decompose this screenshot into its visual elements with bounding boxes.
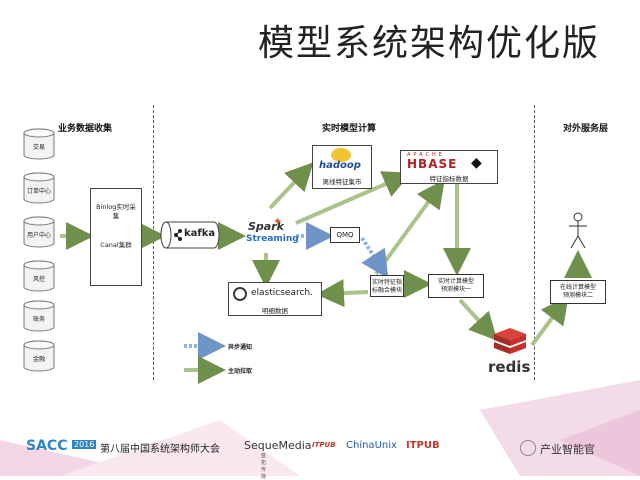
legend-async-label: 异步通知	[228, 344, 253, 351]
canal-cluster-label: Canal集群	[100, 241, 132, 249]
db-user-center: 用户中心	[22, 216, 56, 248]
hbase-label: 特征指标数据	[429, 175, 469, 183]
conference-name: 第八届中国系统架构师大会	[100, 444, 220, 455]
legend-pull-label: 主动拉取	[228, 368, 253, 375]
predict1-line1: 实时计算模型	[437, 278, 474, 285]
streaming-label: Streaming	[246, 234, 299, 244]
feature-module-line1: 实时特征指	[371, 279, 402, 286]
predict1-line2: 预测模块一	[440, 286, 471, 293]
kafka-label: kafka	[184, 228, 216, 239]
sequemedia-logo: SequeMedia	[244, 439, 312, 452]
db-accounting: 账务	[22, 300, 56, 332]
db-order-center: 订单中心	[22, 172, 56, 204]
binlog-collection-box: Binlog实时采 集 Canal集群	[90, 188, 142, 286]
arrow-qmq-to-feature	[360, 236, 389, 279]
footer-decoration	[0, 380, 640, 476]
itpub-brand-logo: ITPUB	[312, 441, 336, 449]
hbase-logo: HBASE	[407, 157, 458, 171]
slide-title: 模型系统架构优化版	[258, 23, 601, 64]
section-collection: 业务数据收集	[58, 124, 113, 134]
hadoop-elephant-icon	[331, 148, 351, 162]
qmq-node: QMQ	[330, 227, 360, 243]
wechat-account: 产业智能官	[540, 443, 595, 456]
hbase-node: APACHE HBASE ◆ 特征指标数据	[400, 150, 498, 184]
spark-streaming-node: Spark ✦ Streaming	[242, 214, 299, 254]
hbase-apache: APACHE	[407, 152, 445, 158]
database-icon	[23, 128, 55, 160]
database-icon	[23, 260, 55, 292]
chinaunix-logo: ChinaUnix	[346, 440, 397, 451]
feature-module-line2: 标融合模块	[371, 287, 402, 294]
arrow-spark-to-hbase	[295, 171, 412, 225]
arrow-predict1-to-redis	[458, 298, 498, 341]
binlog-line2: 集	[112, 212, 120, 220]
elasticsearch-icon	[233, 287, 247, 301]
arrow-spark-to-hadoop	[268, 162, 314, 210]
arrow-feature-to-hbase	[374, 179, 445, 276]
kafka-cylinder-icon	[160, 221, 220, 249]
hadoop-node: hadoop 离线特征集市	[312, 145, 372, 189]
database-icon	[23, 340, 55, 372]
arrow-redis-to-predict2	[530, 295, 569, 347]
kafka-node: kafka	[160, 220, 220, 250]
db-trade: 交易	[22, 128, 56, 160]
section-external: 对外服务层	[563, 124, 609, 134]
arrow-feature-to-es	[316, 279, 369, 308]
itpub-logo: ITPUB	[406, 440, 440, 451]
predict2-line1: 在线计算模型	[559, 284, 596, 291]
elasticsearch-node: elasticsearch. 明细数据	[228, 282, 322, 316]
feature-fusion-module: 实时特征指 标融合模块	[370, 275, 404, 297]
database-icon	[23, 172, 55, 204]
database-icon	[23, 300, 55, 332]
orca-icon: ◆	[471, 155, 482, 171]
wechat-icon	[520, 440, 536, 456]
user-icon	[569, 212, 587, 249]
redis-cube-icon	[494, 328, 526, 354]
binlog-line1: Binlog实时采	[96, 203, 136, 211]
elasticsearch-label: 明细数据	[262, 307, 288, 315]
divider-right	[534, 105, 535, 380]
prediction-module-two: 在线计算模型 预测模块二	[550, 280, 606, 304]
hadoop-label: 离线特征集市	[322, 178, 362, 186]
sacc-logo: SACC	[26, 438, 68, 454]
database-icon	[23, 216, 55, 248]
db-risk-control: 风控	[22, 260, 56, 292]
elasticsearch-logo: elasticsearch.	[251, 288, 313, 298]
spark-star-icon: ✦	[273, 215, 283, 228]
db-finance: 金融	[22, 340, 56, 372]
predict2-line2: 预测模块二	[562, 292, 593, 299]
hadoop-logo: hadoop	[319, 160, 361, 171]
section-realtime: 实时模型计算	[322, 124, 377, 134]
wechat-watermark: 产业智能官	[520, 438, 632, 458]
redis-node: redis	[488, 326, 532, 380]
sacc-year: 2016	[72, 440, 97, 449]
spark-logo: Spark	[248, 220, 284, 233]
redis-label: redis	[488, 358, 531, 376]
prediction-module-one: 实时计算模型 预测模块一	[428, 274, 484, 298]
